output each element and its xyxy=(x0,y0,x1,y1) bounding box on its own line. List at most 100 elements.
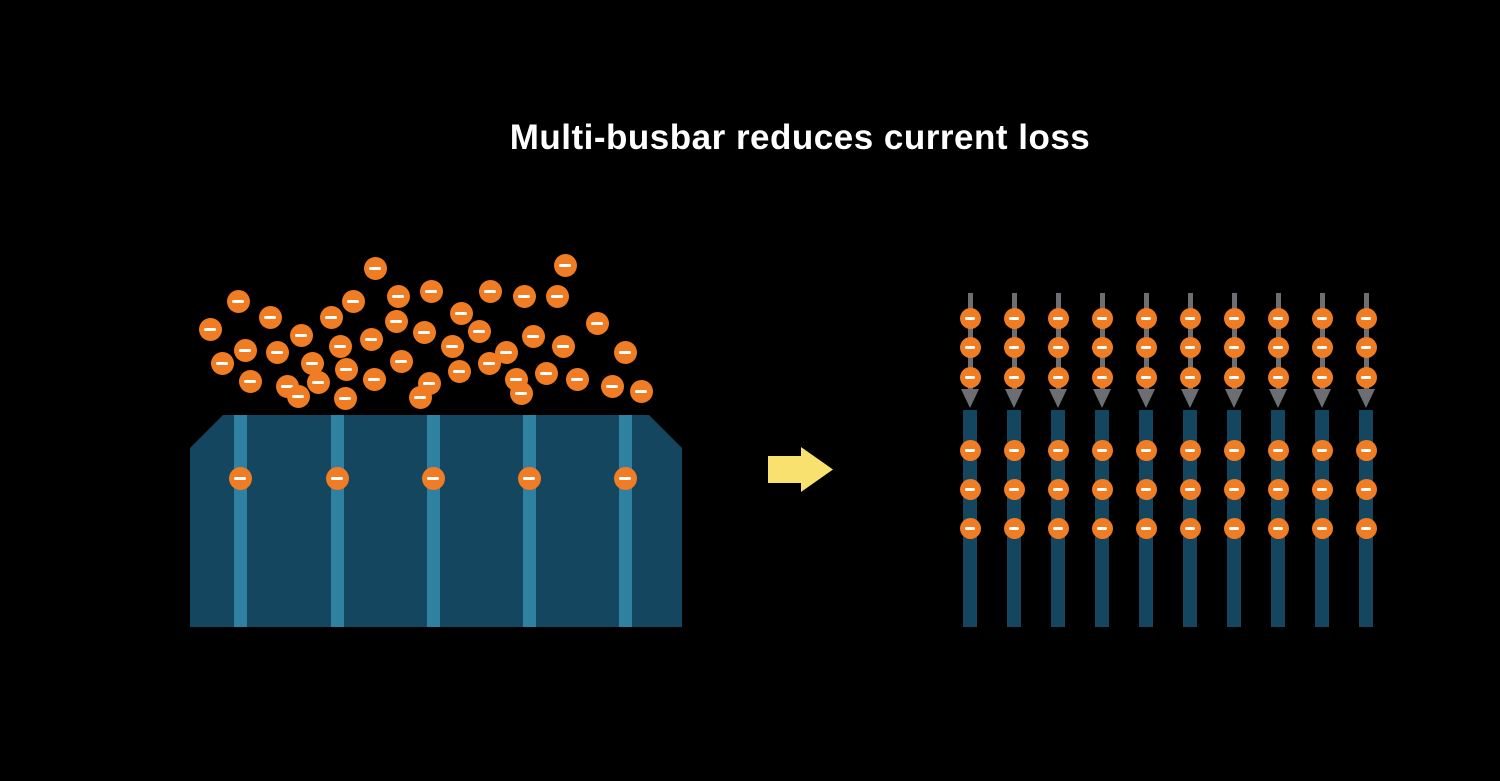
electron-icon xyxy=(1355,366,1377,388)
electron-icon xyxy=(509,381,533,405)
electron-icon xyxy=(1179,307,1201,329)
electron-icon xyxy=(328,334,352,358)
electron-icon xyxy=(258,305,282,329)
electron-icon xyxy=(512,284,536,308)
electron-icon xyxy=(359,327,383,351)
electron-icon xyxy=(1311,336,1333,358)
electron-icon xyxy=(1047,366,1069,388)
electron-icon xyxy=(1135,439,1157,461)
electron-icon xyxy=(389,349,413,373)
electron-icon xyxy=(1047,478,1069,500)
electron-icon xyxy=(1267,307,1289,329)
electron-icon xyxy=(1179,336,1201,358)
electron-icon xyxy=(478,279,502,303)
electron-icon xyxy=(226,289,250,313)
electron-icon xyxy=(228,466,252,490)
electron-icon xyxy=(334,357,358,381)
electron-icon xyxy=(341,289,365,313)
diagram-title: Multi-busbar reduces current loss xyxy=(509,118,1091,157)
electron-icon xyxy=(1047,307,1069,329)
electron-icon xyxy=(467,319,491,343)
electron-icon xyxy=(1267,478,1289,500)
busbar-stripe xyxy=(619,415,632,627)
down-arrow-head-icon xyxy=(1181,389,1199,408)
electron-icon xyxy=(1047,439,1069,461)
electron-icon xyxy=(286,384,310,408)
down-arrow-head-icon xyxy=(1269,389,1287,408)
electron-icon xyxy=(1091,307,1113,329)
down-arrow-head-icon xyxy=(1137,389,1155,408)
electron-icon xyxy=(1091,336,1113,358)
electron-icon xyxy=(408,385,432,409)
electron-icon xyxy=(565,367,589,391)
electron-icon xyxy=(306,370,330,394)
electron-icon xyxy=(477,351,501,375)
electron-icon xyxy=(613,466,637,490)
electron-icon xyxy=(233,338,257,362)
electron-icon xyxy=(238,369,262,393)
down-arrow-head-icon xyxy=(1313,389,1331,408)
down-arrow-head-icon xyxy=(1005,389,1023,408)
electron-icon xyxy=(210,351,234,375)
electron-icon xyxy=(1355,336,1377,358)
down-arrow-head-icon xyxy=(961,389,979,408)
electron-icon xyxy=(1091,366,1113,388)
electron-icon xyxy=(1355,439,1377,461)
electron-icon xyxy=(959,336,981,358)
electron-icon xyxy=(1355,307,1377,329)
electron-icon xyxy=(1267,517,1289,539)
electron-icon xyxy=(1223,366,1245,388)
electron-icon xyxy=(1311,366,1333,388)
electron-icon xyxy=(553,253,577,277)
down-arrow-head-icon xyxy=(1225,389,1243,408)
electron-icon xyxy=(1179,366,1201,388)
electron-icon xyxy=(198,317,222,341)
electron-icon xyxy=(419,279,443,303)
electron-icon xyxy=(333,386,357,410)
electron-icon xyxy=(629,379,653,403)
electron-icon xyxy=(319,305,343,329)
electron-icon xyxy=(1223,517,1245,539)
down-arrow-head-icon xyxy=(1093,389,1111,408)
electron-icon xyxy=(1267,366,1289,388)
electron-icon xyxy=(1091,517,1113,539)
electron-icon xyxy=(325,466,349,490)
down-arrow-head-icon xyxy=(1357,389,1375,408)
down-arrow-head-icon xyxy=(1049,389,1067,408)
electron-icon xyxy=(1355,517,1377,539)
right-arrow-icon xyxy=(768,447,833,492)
electron-icon xyxy=(534,361,558,385)
electron-icon xyxy=(363,256,387,280)
electron-icon xyxy=(545,284,569,308)
electron-icon xyxy=(386,284,410,308)
electron-icon xyxy=(265,340,289,364)
electron-icon xyxy=(1311,307,1333,329)
busbar-stripe xyxy=(331,415,344,627)
electron-icon xyxy=(521,324,545,348)
electron-icon xyxy=(1311,439,1333,461)
electron-icon xyxy=(1135,307,1157,329)
electron-icon xyxy=(1003,439,1025,461)
electron-icon xyxy=(1179,478,1201,500)
electron-icon xyxy=(1223,439,1245,461)
electron-icon xyxy=(959,366,981,388)
electron-icon xyxy=(447,359,471,383)
electron-icon xyxy=(1311,478,1333,500)
electron-icon xyxy=(1223,336,1245,358)
electron-icon xyxy=(384,309,408,333)
electron-icon xyxy=(1091,439,1113,461)
electron-icon xyxy=(613,340,637,364)
electron-icon xyxy=(1003,307,1025,329)
electron-icon xyxy=(289,323,313,347)
electron-icon xyxy=(421,466,445,490)
electron-icon xyxy=(1223,478,1245,500)
electron-icon xyxy=(1267,439,1289,461)
solar-cell xyxy=(190,415,682,627)
electron-icon xyxy=(1135,366,1157,388)
busbar-stripe xyxy=(427,415,440,627)
electron-icon xyxy=(1047,336,1069,358)
electron-icon xyxy=(362,367,386,391)
electron-icon xyxy=(1179,439,1201,461)
electron-icon xyxy=(1047,517,1069,539)
electron-icon xyxy=(1003,517,1025,539)
